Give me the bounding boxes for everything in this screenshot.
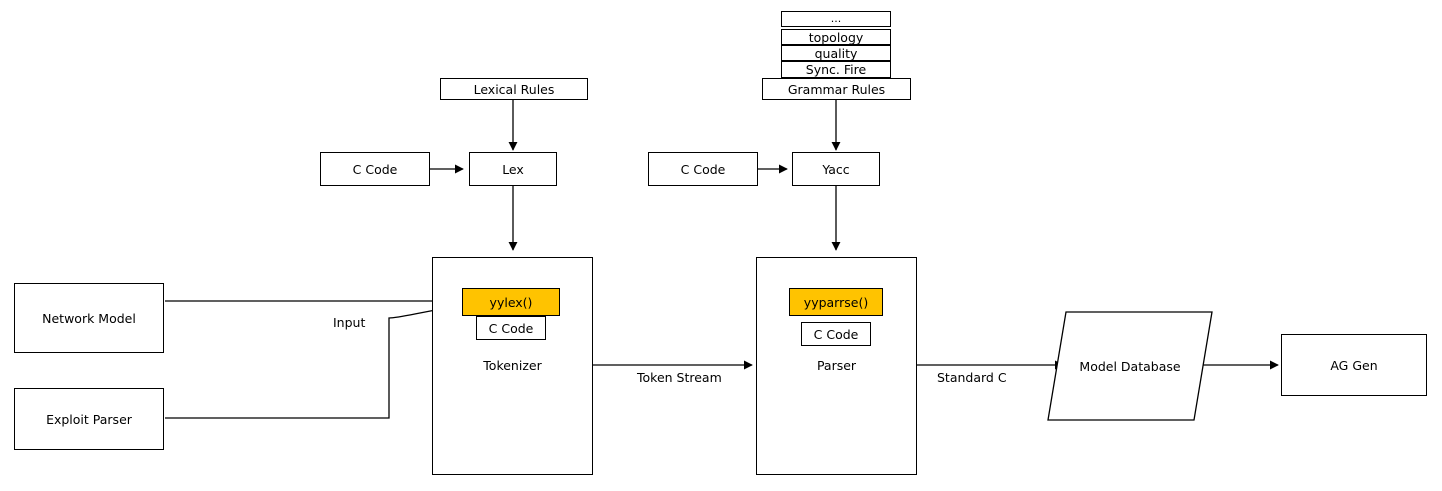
parser-label: Parser: [756, 358, 917, 373]
yylex-box[interactable]: yylex(): [462, 288, 560, 316]
grammar-stack-ellipsis-label: ...: [830, 12, 842, 26]
grammar-stack-topology-label: topology: [808, 29, 864, 45]
ag-gen-label: AG Gen: [1330, 357, 1378, 373]
grammar-rules-box[interactable]: Grammar Rules: [762, 78, 911, 100]
standard-c-edge-label-text: Standard C: [937, 370, 1007, 385]
c-code-yacc-box[interactable]: C Code: [648, 152, 758, 186]
c-code-yacc-label: C Code: [680, 161, 726, 177]
tokenizer-label-text: Tokenizer: [483, 358, 542, 373]
c-code-parser-label: C Code: [813, 326, 859, 342]
tokenizer-label: Tokenizer: [432, 358, 593, 373]
c-code-lex-box[interactable]: C Code: [320, 152, 430, 186]
grammar-stack-quality-label: quality: [814, 45, 858, 61]
lex-label: Lex: [502, 161, 524, 177]
standard-c-edge-label: Standard C: [937, 370, 1007, 385]
grammar-stack-item-topology[interactable]: topology: [781, 29, 891, 45]
exploit-parser-box[interactable]: Exploit Parser: [14, 388, 164, 450]
ag-gen-box[interactable]: AG Gen: [1281, 334, 1427, 396]
lexical-rules-label: Lexical Rules: [473, 81, 555, 97]
yyparse-box[interactable]: yyparrse(): [789, 288, 883, 316]
lexical-rules-box[interactable]: Lexical Rules: [440, 78, 588, 100]
yyparse-label: yyparrse(): [803, 294, 869, 310]
grammar-rules-label: Grammar Rules: [787, 81, 886, 97]
lex-box[interactable]: Lex: [469, 152, 557, 186]
yylex-label: yylex(): [489, 294, 533, 310]
network-model-box[interactable]: Network Model: [14, 283, 164, 353]
c-code-tokenizer-label: C Code: [488, 320, 534, 336]
grammar-stack-item-sync-fire[interactable]: Sync. Fire: [781, 61, 891, 78]
model-database-label-wrap: Model Database: [1048, 312, 1212, 420]
edge-exploit-parser-to-yylex: [165, 301, 466, 419]
input-edge-label: Input: [333, 315, 365, 330]
input-edge-label-text: Input: [333, 315, 366, 330]
parser-label-text: Parser: [816, 358, 857, 373]
token-stream-edge-label: Token Stream: [637, 370, 722, 385]
c-code-lex-label: C Code: [352, 161, 398, 177]
yacc-label: Yacc: [822, 161, 850, 177]
c-code-parser-box[interactable]: C Code: [801, 322, 871, 346]
c-code-tokenizer-box[interactable]: C Code: [476, 316, 546, 340]
yacc-box[interactable]: Yacc: [792, 152, 880, 186]
token-stream-edge-label-text: Token Stream: [637, 370, 722, 385]
model-database-node[interactable]: Model Database: [1048, 312, 1212, 420]
grammar-stack-sync-fire-label: Sync. Fire: [805, 62, 867, 77]
exploit-parser-label: Exploit Parser: [46, 411, 132, 427]
grammar-stack-item-ellipsis[interactable]: ...: [781, 11, 891, 27]
model-database-label: Model Database: [1079, 358, 1181, 374]
network-model-label: Network Model: [42, 310, 136, 326]
grammar-stack-item-quality[interactable]: quality: [781, 45, 891, 61]
